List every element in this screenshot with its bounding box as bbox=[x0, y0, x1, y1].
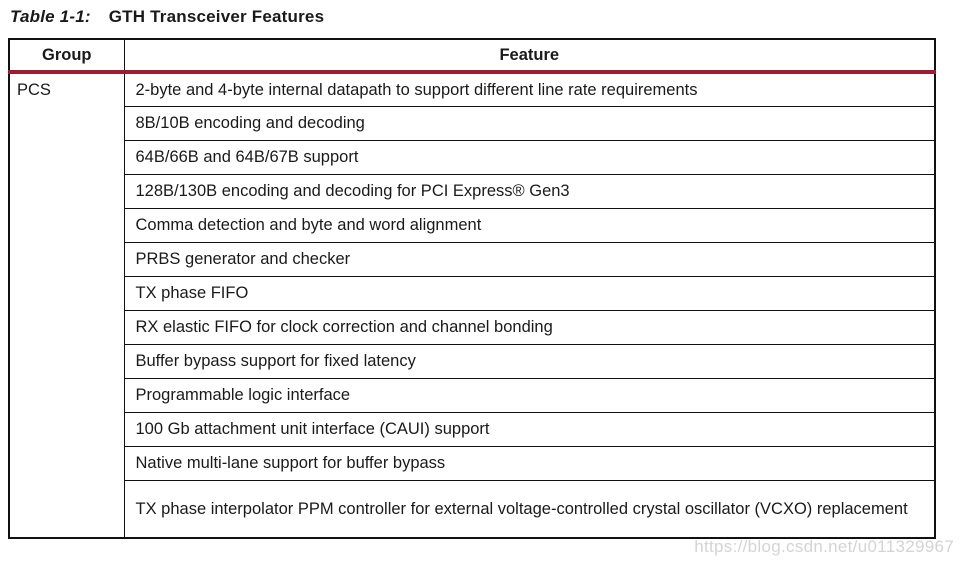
table-title-text: GTH Transceiver Features bbox=[108, 7, 325, 26]
column-header-group: Group bbox=[8, 38, 125, 74]
table-row: 64B/66B and 64B/67B support bbox=[9, 139, 936, 175]
table-row: 100 Gb attachment unit interface (CAUI) … bbox=[9, 411, 936, 447]
table-row: PCS 2-byte and 4-byte internal datapath … bbox=[8, 71, 936, 539]
table-row: PRBS generator and checker bbox=[9, 241, 936, 277]
feature-cell: 2-byte and 4-byte internal datapath to s… bbox=[123, 71, 936, 107]
feature-cell: RX elastic FIFO for clock correction and… bbox=[123, 309, 936, 345]
table-row: 8B/10B encoding and decoding bbox=[9, 105, 936, 141]
csdn-watermark: https://blog.csdn.net/u011329967 bbox=[694, 537, 954, 556]
group-cell-pcs: PCS bbox=[8, 71, 125, 539]
table-row: Buffer bypass support for fixed latency bbox=[9, 343, 936, 379]
feature-cell: Native multi-lane support for buffer byp… bbox=[123, 445, 936, 481]
table-row: 128B/130B encoding and decoding for PCI … bbox=[9, 173, 936, 209]
table-row: TX phase FIFO bbox=[9, 275, 936, 311]
feature-cell: TX phase interpolator PPM controller for… bbox=[123, 479, 936, 539]
feature-cell: Programmable logic interface bbox=[123, 377, 936, 413]
table-row: Comma detection and byte and word alignm… bbox=[9, 207, 936, 243]
feature-cell: Buffer bypass support for fixed latency bbox=[123, 343, 936, 379]
table-caption: Table 1-1: GTH Transceiver Features bbox=[10, 7, 324, 27]
table-row: Native multi-lane support for buffer byp… bbox=[9, 445, 936, 481]
table-row: Programmable logic interface bbox=[9, 377, 936, 413]
column-header-feature: Feature bbox=[123, 38, 936, 74]
table-row: TX phase interpolator PPM controller for… bbox=[9, 479, 936, 539]
feature-cell: 100 Gb attachment unit interface (CAUI) … bbox=[123, 411, 936, 447]
table-header: Group Feature bbox=[8, 38, 936, 74]
feature-cell: 128B/130B encoding and decoding for PCI … bbox=[123, 173, 936, 209]
feature-cell: PRBS generator and checker bbox=[123, 241, 936, 277]
header-row: Group Feature bbox=[8, 38, 936, 74]
table-row: RX elastic FIFO for clock correction and… bbox=[9, 309, 936, 345]
features-table: Group Feature PCS 2-byte and 4-byte inte… bbox=[8, 38, 936, 539]
feature-cell: Comma detection and byte and word alignm… bbox=[123, 207, 936, 243]
feature-cell: 8B/10B encoding and decoding bbox=[123, 105, 936, 141]
feature-cell: TX phase FIFO bbox=[123, 275, 936, 311]
table-number-label: Table 1-1: bbox=[10, 7, 91, 26]
feature-cell: 64B/66B and 64B/67B support bbox=[123, 139, 936, 175]
table-body: PCS 2-byte and 4-byte internal datapath … bbox=[8, 71, 936, 539]
